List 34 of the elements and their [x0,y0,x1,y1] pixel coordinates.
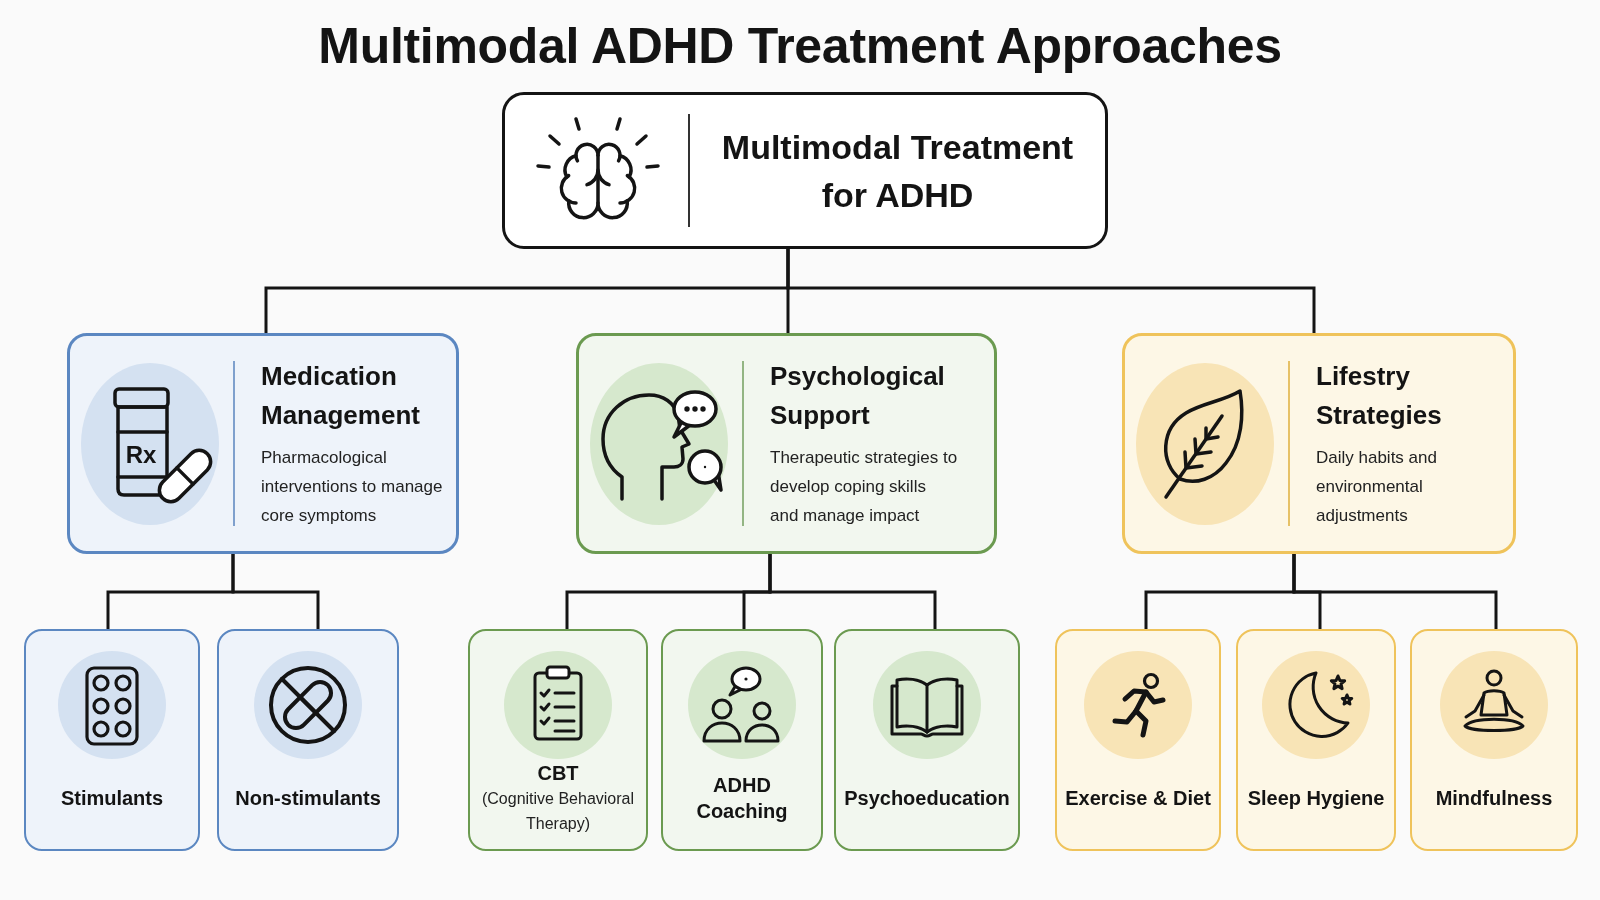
category-heading: Lifestry Strategies [1316,360,1443,432]
category-description: Pharmacological interventions to manage core symptoms [261,447,444,527]
category-description: Daily habits and environmental adjustments [1316,447,1438,527]
root-box [502,92,1108,249]
subcategory-box [1236,629,1396,851]
connector-line [1292,554,1498,629]
subcategory-label: Non-stimulants [235,786,381,811]
subcategory-box [1410,629,1578,851]
category-box [576,333,997,554]
subcategory-box [468,629,648,851]
subcategory-box [24,629,200,851]
node-title: Multimodal Treatment for ADHD [720,126,1075,216]
subcategory-label: CBT [537,761,579,786]
subcategory-label: Exercise & Diet [1065,786,1211,811]
connector-line [786,249,1316,333]
subcategory-box [834,629,1020,851]
rx-mark: Rx [125,441,157,468]
subcategory-box [1055,629,1221,851]
category-box [1122,333,1516,554]
subcategory-label: Psychoeducation [844,786,1010,811]
connector-line [231,554,320,629]
subcategory-label: Sleep Hygiene [1247,786,1385,811]
category-description: Therapeutic strategies to develop coping skills and manage impact [770,447,958,527]
subcategory-label: Mindfulness [1435,786,1553,811]
connector-line [768,554,937,629]
category-box [67,333,459,554]
category-heading: Medication Management [261,360,421,432]
category-heading: Psychological Support [770,360,946,432]
diagram-title: Multimodal ADHD Treatment Approaches [318,17,1282,76]
subcategory-label: ADHD Coaching [695,773,789,824]
subcategory-label: Stimulants [60,786,164,811]
subcategory-box [217,629,399,851]
subcategory-subtitle: (Cognitive Behavioral Therapy) [480,789,636,834]
subcategory-box [661,629,823,851]
